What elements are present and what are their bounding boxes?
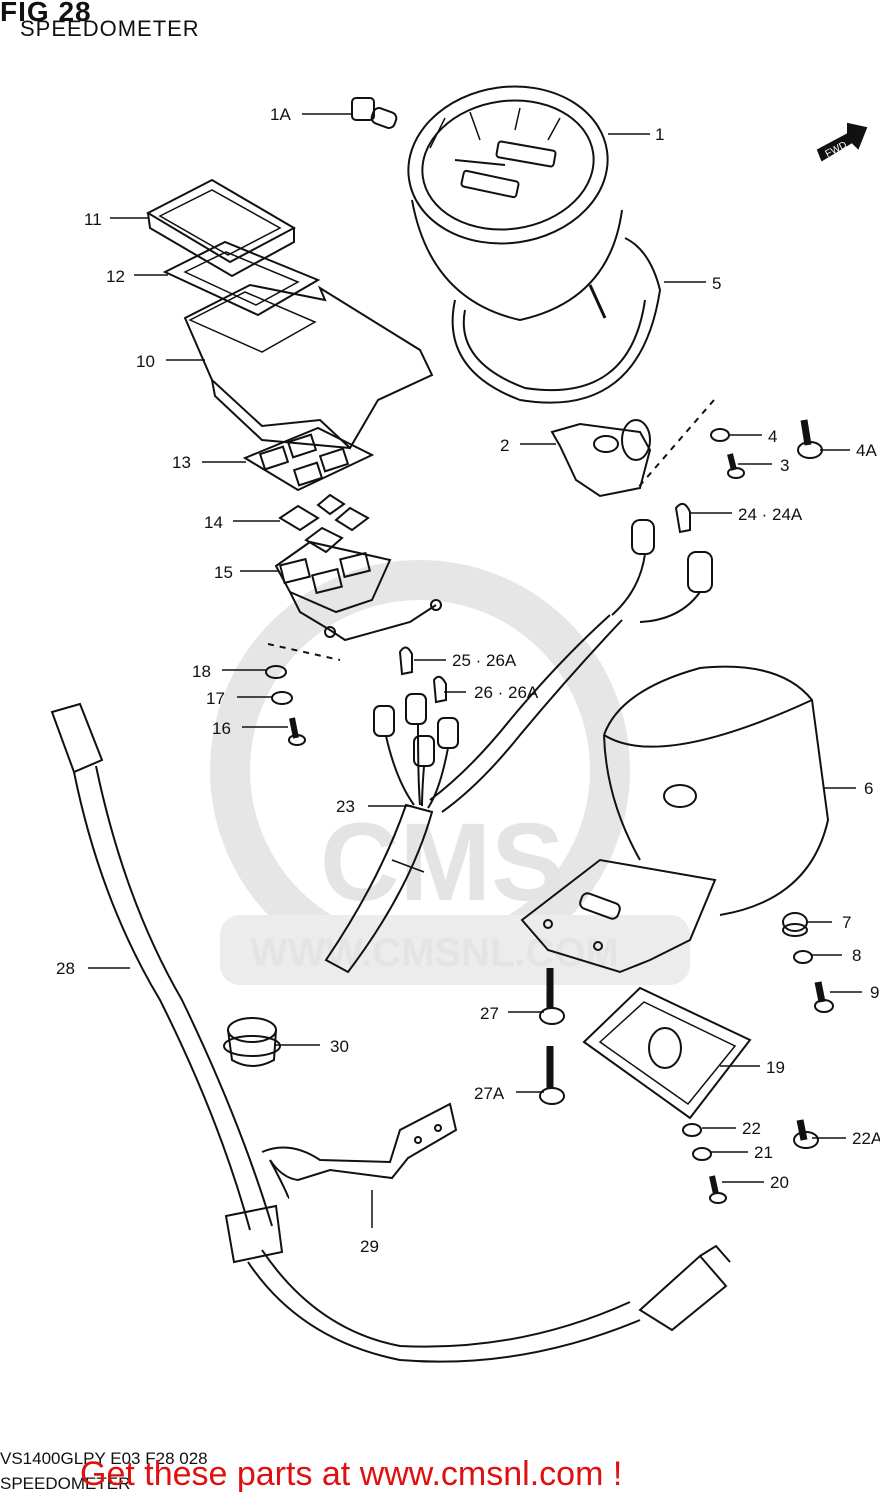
watermark: CMS WWW.CMSNL.COM [210,560,690,985]
callout-13: 13 [172,453,191,472]
section-title: SPEEDOMETER [20,16,200,41]
washer-part-8 [793,950,813,964]
callout-23: 23 [336,797,355,816]
callout-30: 30 [330,1037,349,1056]
callout-2: 2 [500,436,509,455]
callout-labels: 1A 1 5 11 12 10 2 4 4A 3 13 24 · 24A 14 … [56,105,880,1256]
callout-25-26a: 25 · 26A [452,651,517,670]
grommet-part-30 [223,1017,281,1067]
indicator-housing-part-15 [274,540,442,642]
callout-12: 12 [106,267,125,286]
plate-part-13 [242,426,375,492]
bulb-part-24 [674,502,691,534]
callout-5: 5 [712,274,721,293]
lens-part-11 [145,178,297,278]
watermark-url: WWW.CMSNL.COM [250,931,619,975]
callout-26-26a: 26 · 26A [474,683,539,702]
callout-27: 27 [480,1004,499,1023]
callout-6: 6 [864,779,873,798]
callout-1a: 1A [270,105,291,124]
callout-22: 22 [742,1119,761,1138]
callout-7: 7 [842,913,851,932]
rim-part-5 [451,237,662,404]
washer-part-18 [265,665,287,679]
bracket-part-19 [582,986,752,1120]
callout-17: 17 [206,689,225,708]
bracket-part-29 [261,1102,458,1199]
screw-part-16 [288,717,306,746]
footer-section-name: SPEEDOMETER [0,1474,131,1493]
sockets-part-23 [373,693,459,809]
bulb-part-26 [432,675,447,704]
fwd-arrow-icon: FWD [816,122,868,162]
callout-15: 15 [214,563,233,582]
callout-24-24a: 24 · 24A [738,505,803,524]
bracket [520,858,717,974]
harness-upper [429,519,713,813]
promo-link[interactable]: Get these parts at www.cmsnl.com ! [80,1455,623,1493]
screw-part-20 [709,1175,727,1204]
bolt-part-27 [539,968,565,1025]
callout-16: 16 [212,719,231,738]
model-code: VS1400GLPY E03 F28 028 [0,1449,208,1468]
speedometer-part-1 [407,85,623,322]
callout-18: 18 [192,662,211,681]
sensor-part-1a [351,97,398,129]
nut-part-7 [782,912,808,937]
callout-9: 9 [870,983,879,1002]
screw-part-3 [727,453,745,479]
washer-part-22 [682,1123,702,1137]
callout-21: 21 [754,1143,773,1162]
harness-tube [324,803,434,974]
bolt-part-22a [793,1119,819,1149]
callout-28: 28 [56,959,75,978]
callout-10: 10 [136,352,155,371]
callout-19: 19 [766,1058,785,1077]
indicator-lenses-part-14 [278,493,370,554]
fwd-label: FWD [824,140,849,160]
callout-27a: 27A [474,1084,505,1103]
callout-1: 1 [655,125,664,144]
callout-22a: 22A [852,1129,880,1148]
callout-14: 14 [204,513,223,532]
callout-4: 4 [768,427,777,446]
speedometer-cable-part-28 [50,702,731,1363]
washer-part-21 [692,1147,712,1161]
washer-part-4 [710,428,730,442]
bolt-part-27a [539,1046,565,1105]
callout-3: 3 [780,456,789,475]
callout-8: 8 [852,946,861,965]
fig-title: FIG 28 [0,0,92,27]
callout-29: 29 [360,1237,379,1256]
watermark-brand: CMS [320,801,564,924]
callout-20: 20 [770,1173,789,1192]
washer-part-17 [271,691,293,705]
gasket-part-12 [162,240,321,317]
gear-unit-part-2 [550,419,652,498]
cover-part-6 [603,665,830,916]
callout-11: 11 [84,210,102,229]
callout-4a: 4A [856,441,877,460]
housing-part-10 [183,283,434,450]
bulb-part-25 [398,646,413,676]
bolt-part-4a [797,419,823,459]
screw-part-9 [814,981,834,1013]
